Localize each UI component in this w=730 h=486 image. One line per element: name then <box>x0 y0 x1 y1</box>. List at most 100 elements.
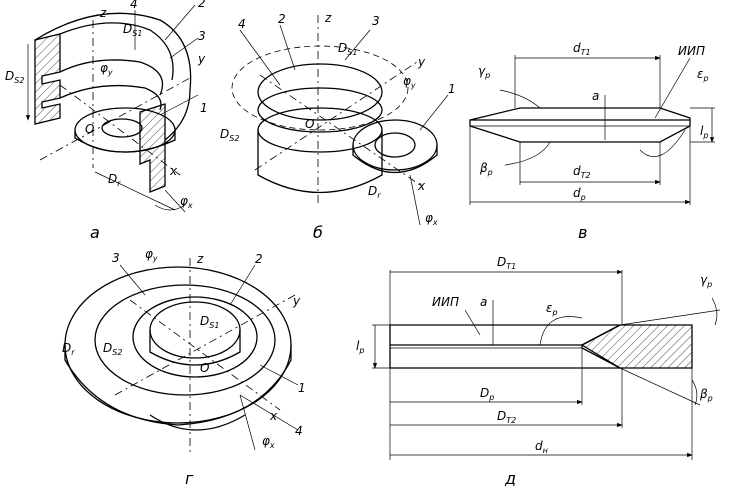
label-dn-d: dн <box>535 439 548 455</box>
label-ds1-g: DS1 <box>200 314 219 330</box>
dr-dim-a <box>94 171 176 211</box>
leader-4-b <box>239 29 281 86</box>
label-eps-v: εp <box>697 67 709 83</box>
x-axis-a <box>59 84 181 176</box>
label-gamma-d: γp <box>700 273 712 289</box>
label-a-v: a <box>592 89 599 103</box>
bottom-boss-g <box>149 414 246 431</box>
body-b <box>257 130 383 194</box>
label-4-g: 4 <box>295 424 303 438</box>
label-1-b: 1 <box>448 82 456 96</box>
figure-b: z y x O 1 2 3 4 DS1 DS2 Dr φy φx б <box>220 11 456 242</box>
figure-d: DT1 Dp DT2 dн lp a εp γp βp ИИП д <box>356 255 721 486</box>
label-dt1-d: DT1 <box>497 255 516 271</box>
leader-2-b <box>279 24 296 71</box>
leader-2-g <box>229 264 256 306</box>
label-o-b: O <box>305 117 314 131</box>
caption-g: г <box>185 469 194 486</box>
label-x-b: x <box>417 179 426 193</box>
label-z-g: z <box>196 252 204 266</box>
label-3-a: 3 <box>198 29 206 43</box>
figure-a: z y x O 1 2 3 4 DS1 DS2 Dr φy φx а <box>5 0 208 242</box>
y-axis-g <box>114 294 296 396</box>
mid-ring-b <box>257 87 383 133</box>
inner-ring-2 <box>59 84 162 111</box>
figure-g: z y x O 1 2 3 4 DS1 DS2 Dr φy φx г <box>62 247 306 486</box>
label-y-b: y <box>417 55 426 69</box>
label-dr-g: Dr <box>62 341 75 357</box>
label-phiy-b: φy <box>403 74 416 90</box>
phix-line-g <box>239 394 256 451</box>
x-axis-g <box>129 299 281 411</box>
insert-edge-b <box>352 145 438 174</box>
label-1-a: 1 <box>200 101 208 115</box>
label-2-a: 2 <box>198 0 206 10</box>
phix-line-b <box>409 174 421 226</box>
beta-line-d <box>619 367 701 406</box>
inner-ring <box>59 59 164 96</box>
leader-4-g <box>239 394 299 431</box>
caption-b: б <box>313 223 323 242</box>
label-1-g: 1 <box>298 381 306 395</box>
top-disc-g <box>149 301 241 359</box>
label-phix-g: φx <box>262 434 275 450</box>
arc-gamma-d <box>711 297 718 326</box>
label-dt2-v: dT2 <box>573 164 591 180</box>
leader-1-b <box>419 94 449 131</box>
label-4-a: 4 <box>130 0 138 11</box>
phix-arc-a <box>154 204 186 211</box>
label-x-a: x <box>169 164 178 178</box>
label-2-g: 2 <box>255 252 263 266</box>
label-o-g: O <box>200 361 209 375</box>
y-axis-a <box>39 77 191 161</box>
caption-v: в <box>578 223 587 242</box>
label-x-g: x <box>269 409 278 423</box>
label-y-a: y <box>197 52 206 66</box>
label-beta-v: βp <box>479 161 493 177</box>
phix-line-a <box>164 189 186 213</box>
outer-ring-top <box>34 12 192 91</box>
label-dr-a: Dr <box>108 172 121 188</box>
label-z-b: z <box>324 11 332 25</box>
outer-side-g <box>64 345 292 426</box>
ring-section-left <box>34 33 61 125</box>
blade-profile-v <box>469 107 691 143</box>
leader-1-a <box>159 94 199 116</box>
label-phiy-g: φy <box>145 247 158 263</box>
label-phix-a: φx <box>180 194 193 210</box>
label-dp-v: dp <box>573 186 586 202</box>
leader-3-g <box>119 264 146 296</box>
label-gamma-v: γp <box>478 64 490 80</box>
leader-2-a <box>164 4 196 41</box>
label-2-b: 2 <box>278 12 286 26</box>
label-iip-d: ИИП <box>432 295 459 309</box>
arc-gamma-v <box>499 89 541 109</box>
label-o-a: O <box>85 122 94 136</box>
label-ds1-b: DS1 <box>338 41 357 57</box>
outer-ring-outer-side <box>164 89 191 141</box>
leader-3-a <box>169 37 199 59</box>
label-y-g: y <box>292 294 301 308</box>
x-axis-b <box>259 74 421 186</box>
outer-ring-inner-top <box>59 22 174 81</box>
label-a-d: a <box>480 295 487 309</box>
ds1-circle-b <box>231 45 409 131</box>
label-phix-b: φx <box>425 211 438 227</box>
label-eps-d: εp <box>546 301 558 317</box>
label-4-b: 4 <box>238 17 246 31</box>
arc-beta-v <box>504 141 551 166</box>
label-ds1-a: DS1 <box>123 22 142 38</box>
label-ds2-a: DS2 <box>5 69 24 85</box>
label-dt1-v: dT1 <box>573 41 591 57</box>
leader-iip-d <box>464 309 481 336</box>
arc-eps-d <box>539 316 583 346</box>
label-beta-d: βp <box>699 387 713 403</box>
label-iip-v: ИИП <box>678 44 705 58</box>
disc-inner <box>101 118 143 138</box>
figure-v: dT1 dT2 dp lp a γp βp εp ИИП в <box>469 41 715 242</box>
y-axis-b <box>254 59 421 171</box>
hatched-body-d <box>580 324 693 369</box>
caption-a: а <box>90 223 100 242</box>
leader-3-b <box>344 29 371 61</box>
